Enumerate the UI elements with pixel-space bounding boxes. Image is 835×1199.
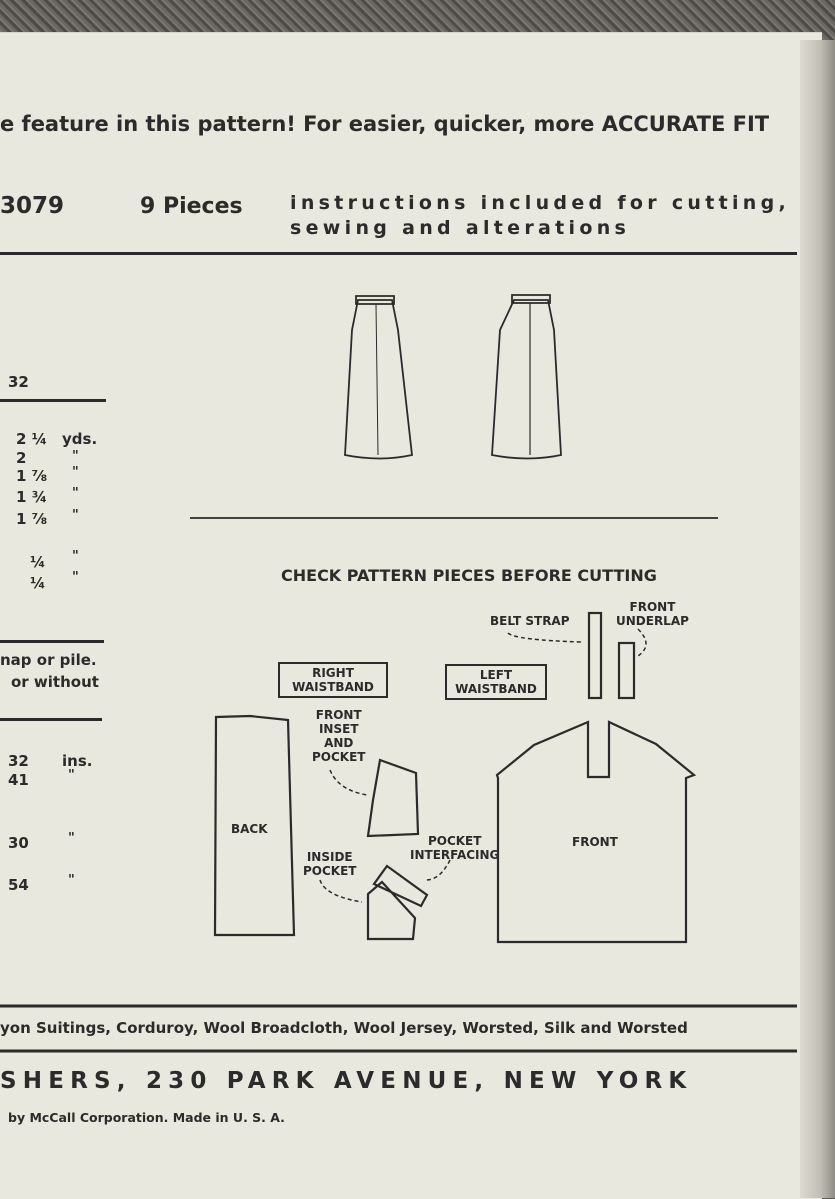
front-piece	[495, 720, 697, 944]
size-header: 32	[8, 373, 29, 391]
front-underlap-piece	[617, 641, 636, 700]
instructions-line-2: sewing and alterations	[290, 217, 631, 239]
yardage-unit: yds.	[62, 430, 98, 448]
measurement-unit: "	[68, 831, 75, 846]
instructions-line-1: instructions included for cutting,	[290, 192, 791, 214]
front-label: FRONT	[572, 835, 618, 849]
pocket-interfacing-piece	[372, 864, 429, 908]
divider	[0, 718, 102, 721]
pieces-section-title: CHECK PATTERN PIECES BEFORE CUTTING	[281, 566, 657, 585]
measurement-value: 41	[8, 771, 29, 789]
suggested-fabrics: yon Suitings, Corduroy, Wool Broadcloth,…	[0, 1019, 688, 1037]
feature-line: e feature in this pattern! For easier, q…	[0, 112, 770, 136]
publisher-address: SHERS, 230 PARK AVENUE, NEW YORK	[0, 1068, 693, 1094]
yardage-unit: "	[72, 508, 79, 523]
yardage-unit: "	[72, 465, 79, 480]
belt-strap-piece	[587, 611, 603, 700]
front-inset-piece	[366, 758, 420, 838]
divider	[0, 399, 106, 402]
yardage-unit: "	[72, 570, 79, 585]
belt-strap-label: BELT STRAP	[490, 614, 570, 628]
pattern-number: 3079	[0, 193, 65, 219]
yardage-amount: ¼	[30, 574, 46, 592]
yardage-amount: 1 ⅞	[16, 510, 48, 528]
nap-note-2: or without	[11, 673, 99, 691]
measurement-value: 54	[8, 876, 29, 894]
back-piece	[213, 714, 296, 937]
arrows	[319, 628, 647, 903]
envelope-edge	[800, 40, 835, 1198]
nap-note-1: nap or pile.	[0, 651, 97, 669]
skirt-front-sketch	[344, 295, 413, 460]
copyright: by McCall Corporation. Made in U. S. A.	[8, 1110, 285, 1125]
yardage-amount: 2	[16, 449, 27, 467]
measurement-unit: ins.	[62, 752, 93, 770]
measurement-unit: "	[68, 768, 75, 783]
back-label: BACK	[231, 822, 268, 836]
divider	[0, 252, 797, 255]
measurement-value: 30	[8, 834, 29, 852]
skirt-back-sketch	[491, 294, 562, 460]
yardage-unit: "	[72, 486, 79, 501]
yardage-unit: "	[72, 549, 79, 564]
yardage-amount: 1 ⅞	[16, 467, 48, 485]
yardage-amount: 1 ¾	[16, 488, 48, 506]
measurement-unit: "	[68, 873, 75, 888]
divider	[0, 640, 104, 643]
yardage-amount: ¼	[30, 553, 46, 571]
yardage-unit: "	[72, 449, 79, 464]
measurement-value: 32	[8, 752, 29, 770]
inside-pocket-piece	[366, 880, 417, 941]
piece-count: 9 Pieces	[140, 194, 243, 219]
yardage-amount: 2 ¼	[16, 430, 48, 448]
